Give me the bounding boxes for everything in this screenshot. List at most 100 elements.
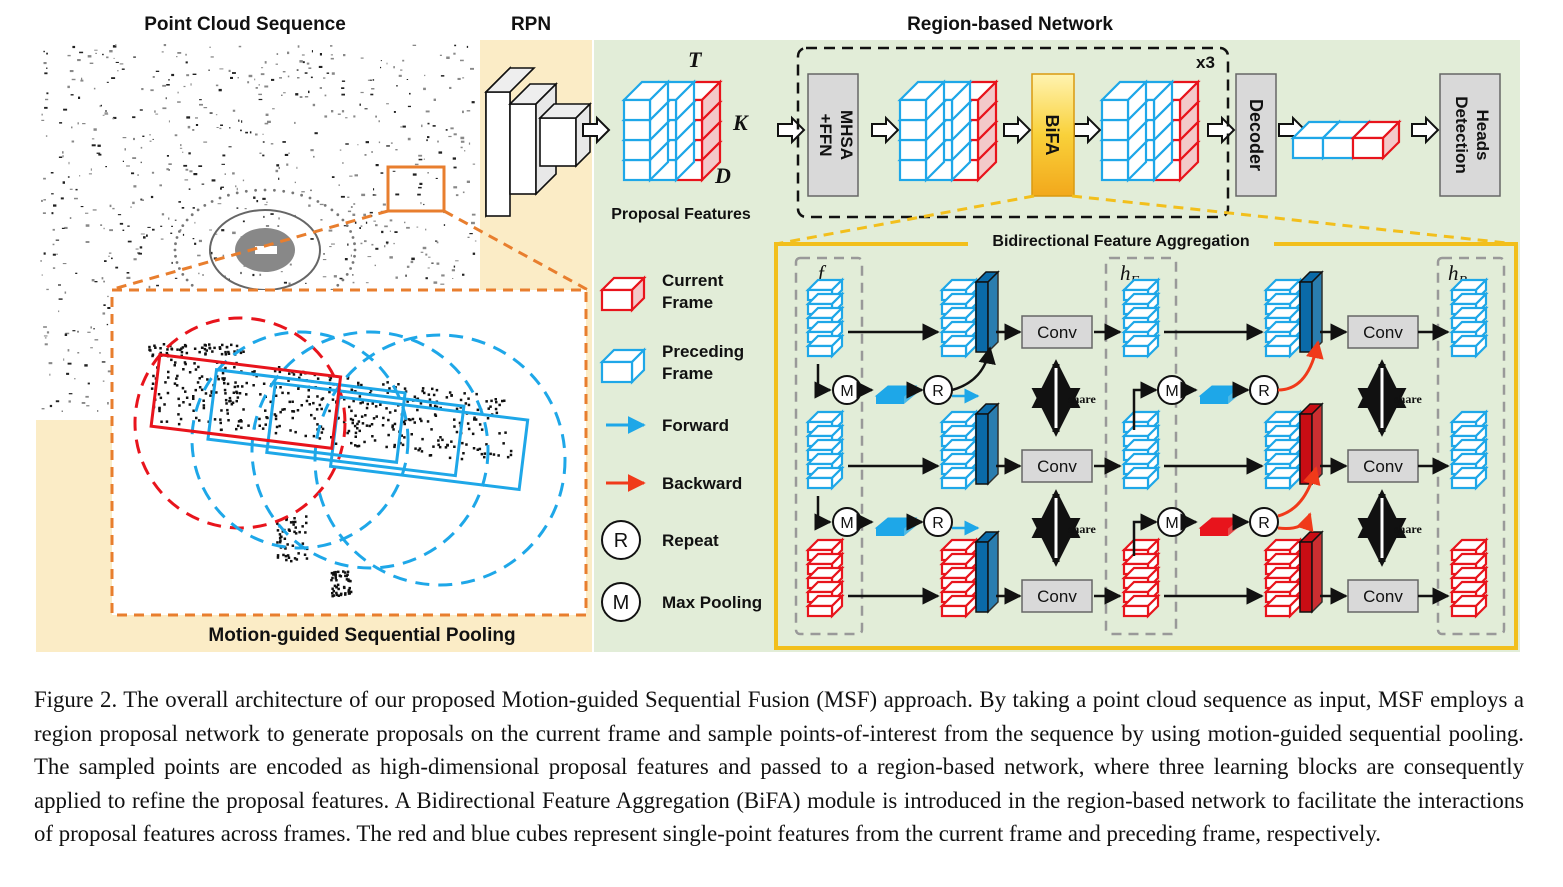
- pooling-inset: Motion-guided Sequential Pooling: [110, 288, 588, 646]
- repeat-x3-label: x3: [1196, 53, 1215, 72]
- repeat-node: R: [923, 507, 953, 537]
- mhsa-block: +FFN MHSA: [807, 73, 859, 197]
- legend-current-swatch: [599, 275, 647, 313]
- column-hb: [1436, 256, 1506, 636]
- legend-preceding-swatch: [599, 347, 647, 385]
- flow-arrow: [1003, 115, 1032, 145]
- flow-arrow: [871, 115, 900, 145]
- rpn-network-icon: [484, 66, 592, 218]
- rpn-title: RPN: [511, 14, 551, 35]
- feature-stack-after-bifa: [1099, 79, 1201, 183]
- bifa-title: Bidirectional Feature Aggregation: [992, 233, 1249, 250]
- fused-feature-column: [1263, 270, 1324, 359]
- svg-text:Conv: Conv: [1037, 587, 1077, 606]
- svg-text:Conv: Conv: [1363, 587, 1403, 606]
- legend-max-pool-icon: [601, 582, 641, 622]
- legend-preceding-cube: [599, 347, 647, 385]
- dim-d-label: D: [714, 163, 731, 188]
- max-pool-node: M: [1157, 507, 1187, 537]
- flow-arrow: [1411, 115, 1440, 145]
- feature-cube: [805, 333, 845, 359]
- svg-text:Detection: Detection: [1452, 96, 1471, 173]
- col-hf-label: h: [1120, 261, 1131, 285]
- svg-text:M: M: [1165, 383, 1178, 400]
- svg-text:R: R: [932, 383, 944, 400]
- svg-text:Conv: Conv: [1037, 323, 1077, 342]
- share-label: share: [1068, 392, 1096, 406]
- feature-cube: [1449, 333, 1489, 359]
- svg-text:MHSA: MHSA: [837, 110, 856, 160]
- feature-cube: [805, 465, 845, 491]
- figure-caption: Figure 2. The overall architecture of ou…: [34, 687, 1524, 846]
- col-hb-label: h: [1448, 261, 1459, 285]
- feature-cube: [1350, 119, 1402, 161]
- feature-cube: [1263, 333, 1303, 359]
- legend-backward-label: Backward: [662, 474, 742, 493]
- share-label: share: [1394, 522, 1422, 536]
- svg-text:Conv: Conv: [1363, 323, 1403, 342]
- svg-text:Conv: Conv: [1037, 457, 1077, 476]
- conv-block: Conv: [1347, 579, 1419, 613]
- conv-block: Conv: [1347, 449, 1419, 483]
- feature-cube: [1099, 79, 1149, 123]
- feature-cube: [1449, 593, 1489, 619]
- dim-k-label: K: [732, 110, 749, 135]
- max-pool-node: M: [1157, 375, 1187, 405]
- dim-t-label: T: [688, 47, 703, 72]
- conv-block: Conv: [1021, 449, 1093, 483]
- feature-cube: [621, 79, 671, 123]
- feature-cube: [1121, 333, 1161, 359]
- svg-text:+FFN: +FFN: [816, 114, 835, 157]
- svg-text:M: M: [840, 383, 853, 400]
- region-network-title: Region-based Network: [907, 14, 1113, 35]
- detection-heads-block: Detection Heads: [1439, 73, 1501, 197]
- conv-block: Conv: [1347, 315, 1419, 349]
- flow-arrow: [1073, 115, 1102, 145]
- svg-text:Conv: Conv: [1363, 457, 1403, 476]
- svg-text:R: R: [1258, 515, 1270, 532]
- point-cloud-title: Point Cloud Sequence: [144, 14, 346, 35]
- feature-cube: [1121, 465, 1161, 491]
- repeat-node: R: [923, 375, 953, 405]
- zoom-region-box: [386, 165, 446, 213]
- decoder-block: Decoder: [1235, 73, 1277, 197]
- svg-text:M: M: [1165, 515, 1178, 532]
- feature-cube: [805, 593, 845, 619]
- legend-max-symbol: M: [613, 592, 630, 614]
- col-f-label: f: [818, 261, 827, 285]
- share-label: share: [1068, 522, 1096, 536]
- legend-repeat-symbol: R: [614, 530, 628, 552]
- fused-feature-column: [1263, 530, 1324, 619]
- conv-block: Conv: [1021, 315, 1093, 349]
- feature-stack-after-mhsa: [897, 79, 999, 183]
- feature-cube: [1121, 593, 1161, 619]
- decoder-output-row: [1290, 119, 1402, 161]
- bifa-label: BiFA: [1042, 114, 1062, 155]
- legend-repeat-label: Repeat: [662, 531, 719, 550]
- column-f: [794, 256, 864, 636]
- pooling-title: Motion-guided Sequential Pooling: [208, 625, 515, 646]
- feature-cube: [1263, 593, 1303, 619]
- learning-block-x3: [796, 46, 1230, 219]
- flow-arrow: [582, 115, 611, 145]
- svg-text:M: M: [840, 515, 853, 532]
- repeat-node: R: [1249, 375, 1279, 405]
- max-pool-node: M: [832, 375, 862, 405]
- fused-feature-column: [939, 270, 1000, 359]
- legend-forward-label: Forward: [662, 416, 729, 435]
- feature-cube: [897, 79, 947, 123]
- legend-repeat-icon: [601, 520, 641, 560]
- conv-block: Conv: [1021, 579, 1093, 613]
- fused-feature-column: [939, 530, 1000, 619]
- share-label: share: [1394, 392, 1422, 406]
- proposal-features-label: Proposal Features: [611, 206, 751, 223]
- proposal-feature-stack: [621, 79, 723, 183]
- feature-cube: [1449, 465, 1489, 491]
- fused-feature-column: [939, 402, 1000, 491]
- repeat-node: R: [1249, 507, 1279, 537]
